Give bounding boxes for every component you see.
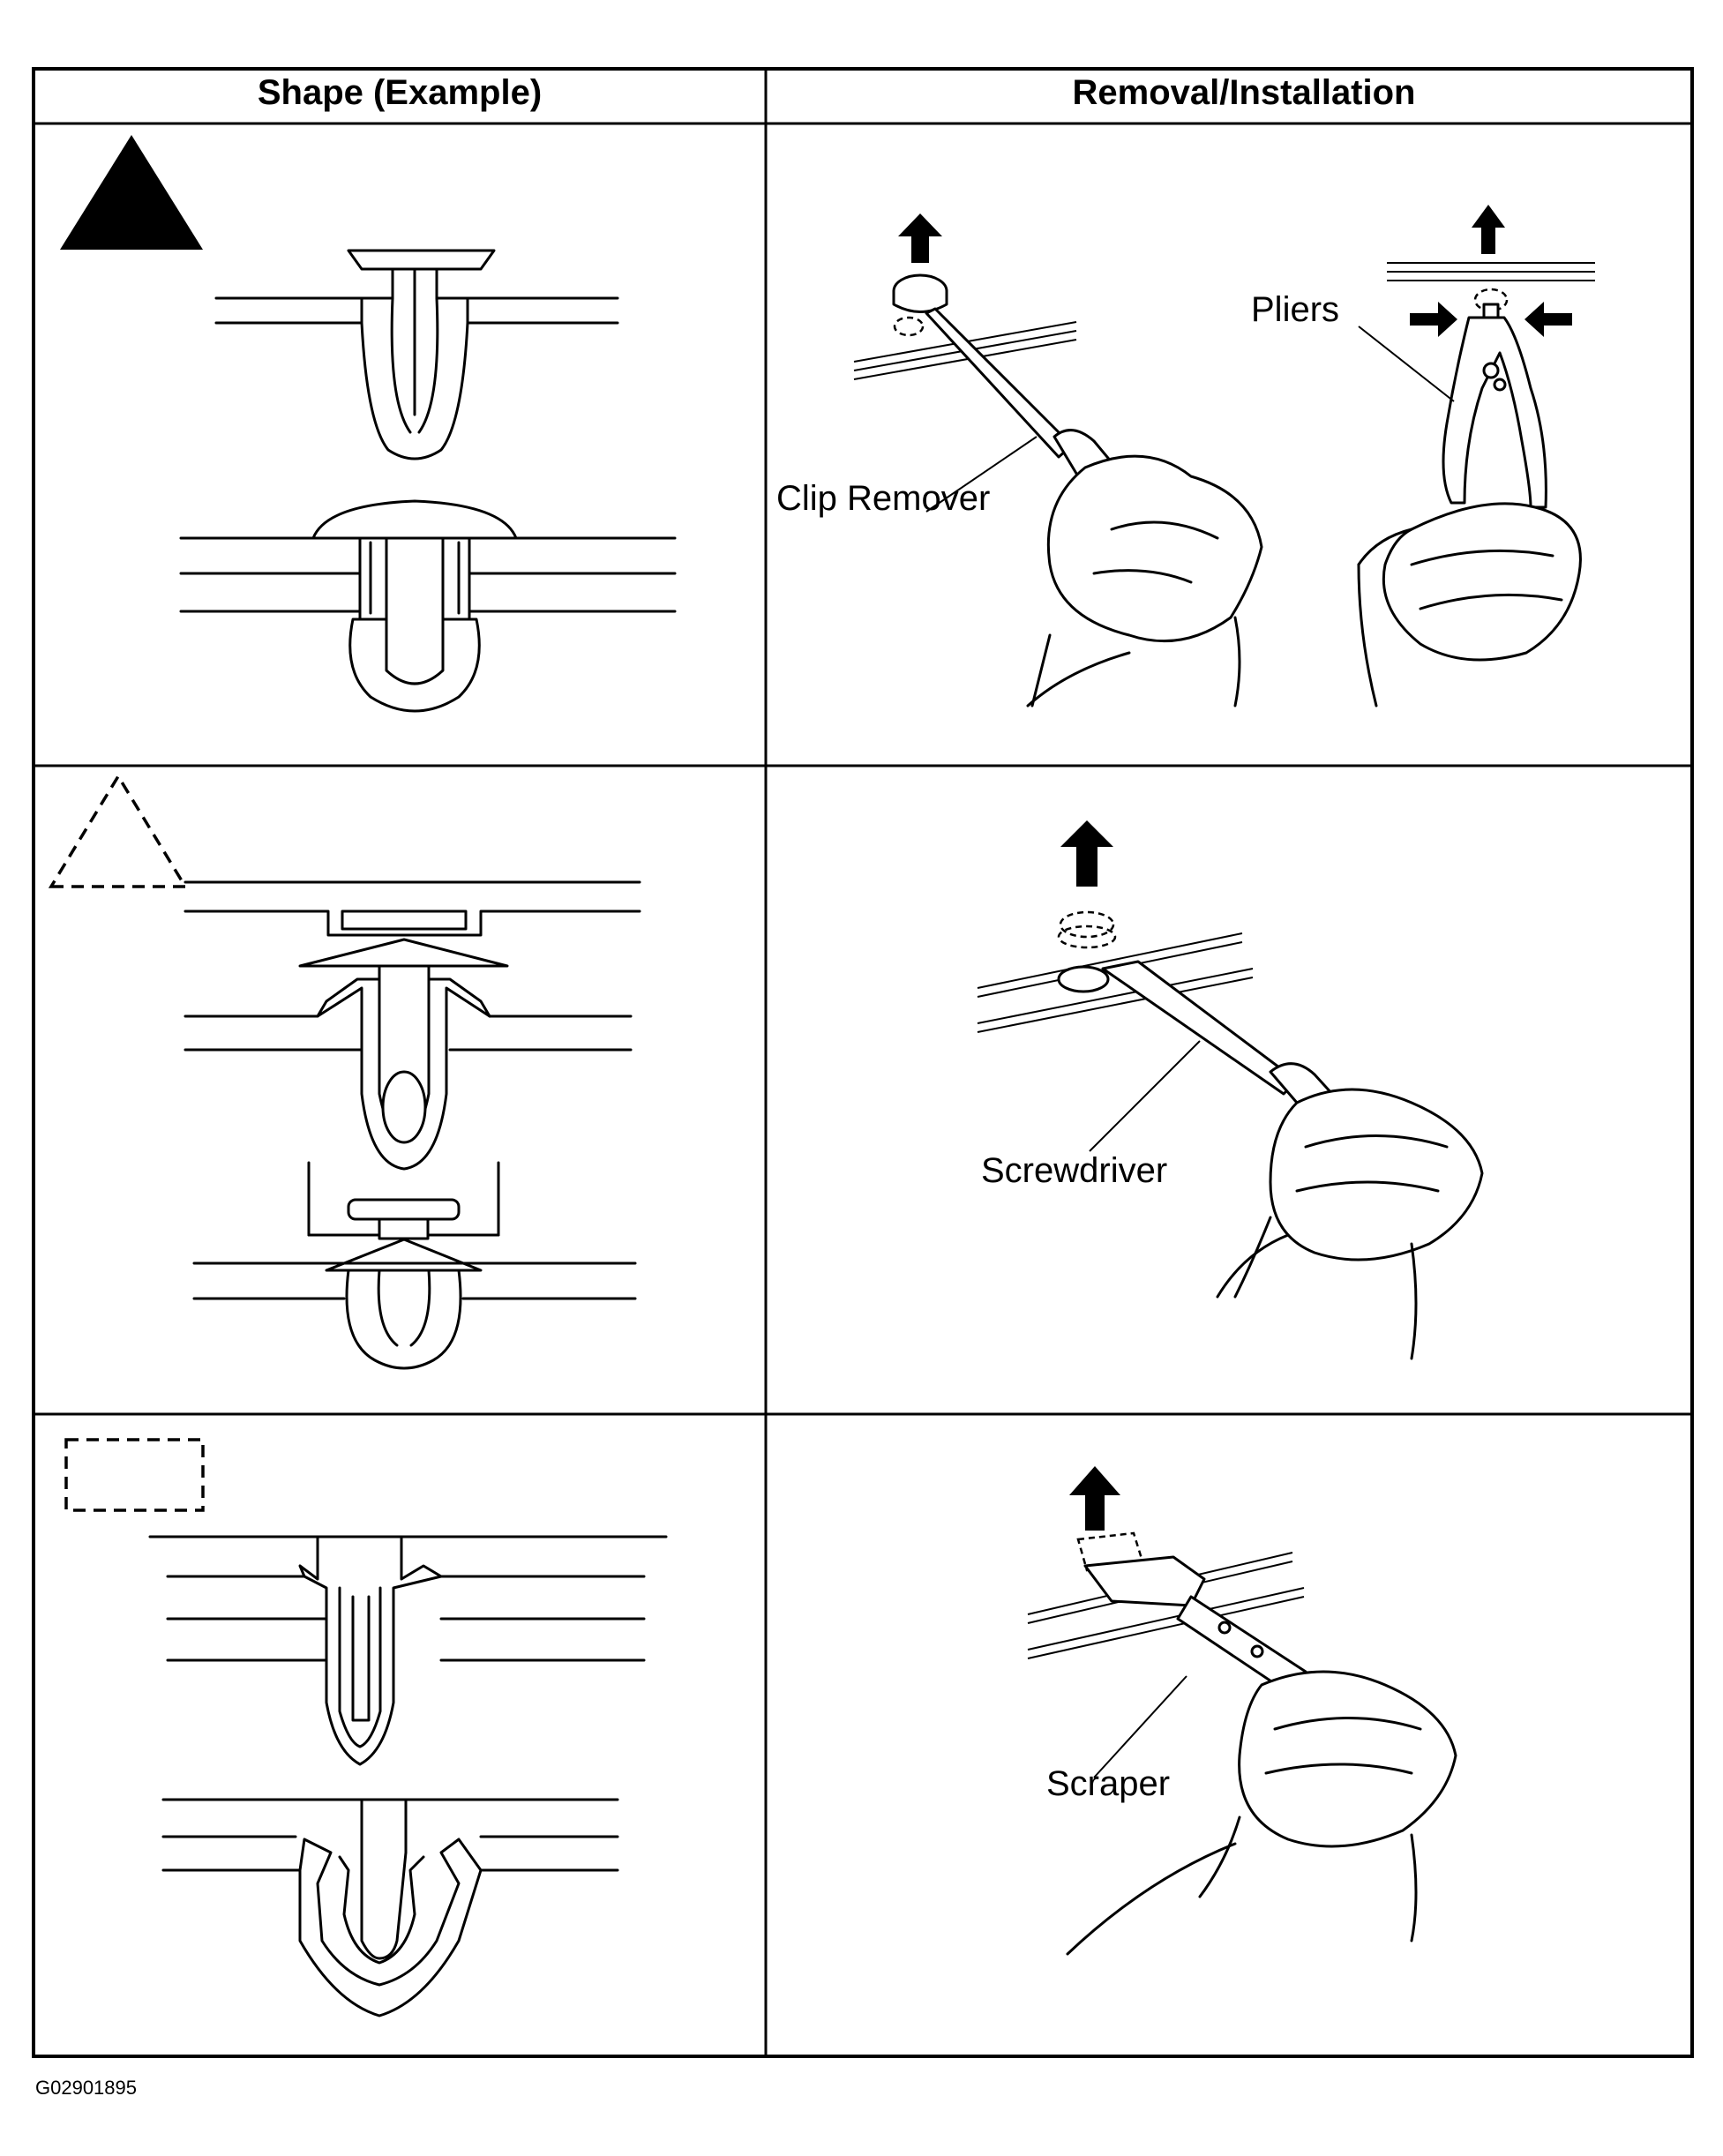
header-removal-installation: Removal/Installation bbox=[1073, 73, 1416, 112]
figure-code: G02901895 bbox=[35, 2077, 137, 2099]
clip-shape-1a bbox=[214, 249, 619, 460]
filled-triangle-icon bbox=[60, 135, 203, 250]
pliers-tool bbox=[1442, 316, 1547, 509]
clip-shape-3b bbox=[161, 1798, 619, 2018]
row1-removal-cell: Clip Remover Pliers bbox=[776, 205, 1595, 707]
hand-left bbox=[1046, 454, 1263, 643]
dashed-rectangle-icon bbox=[64, 1438, 205, 1512]
clip-shape-2b bbox=[192, 1161, 637, 1370]
up-arrow-icon-3 bbox=[1060, 820, 1113, 887]
row3-removal-cell: Scraper bbox=[1027, 1466, 1457, 1956]
clip-shape-2a bbox=[184, 880, 641, 1171]
squeeze-arrow-left-icon bbox=[1524, 302, 1572, 337]
scraper-blade bbox=[1083, 1555, 1206, 1607]
header-shape-example: Shape (Example) bbox=[258, 73, 542, 112]
table-grid bbox=[32, 67, 1694, 2058]
label-pliers: Pliers bbox=[1251, 290, 1339, 329]
row2-removal-cell: Screwdriver bbox=[977, 820, 1484, 1360]
label-scraper: Scraper bbox=[1046, 1764, 1170, 1803]
row1-shape-cell bbox=[60, 135, 677, 713]
hand-scraper bbox=[1238, 1670, 1457, 1848]
up-arrow-icon-2 bbox=[1472, 205, 1505, 228]
clip-remover-tool bbox=[925, 307, 1074, 459]
squeeze-arrow-right-icon bbox=[1410, 302, 1457, 337]
clip-shape-1b bbox=[179, 499, 677, 713]
up-arrow-icon bbox=[898, 213, 942, 263]
row3-shape-cell bbox=[64, 1438, 668, 2018]
row2-shape-cell bbox=[48, 773, 641, 1370]
clip-shape-3a bbox=[148, 1535, 668, 1766]
label-clip-remover: Clip Remover bbox=[776, 479, 990, 518]
screwdriver-tool bbox=[1101, 960, 1299, 1096]
hand-right bbox=[1382, 502, 1582, 662]
label-screwdriver: Screwdriver bbox=[981, 1151, 1167, 1190]
hand-screwdriver bbox=[1269, 1088, 1484, 1261]
dashed-triangle-icon bbox=[48, 773, 189, 888]
up-arrow-icon-4 bbox=[1069, 1466, 1120, 1531]
